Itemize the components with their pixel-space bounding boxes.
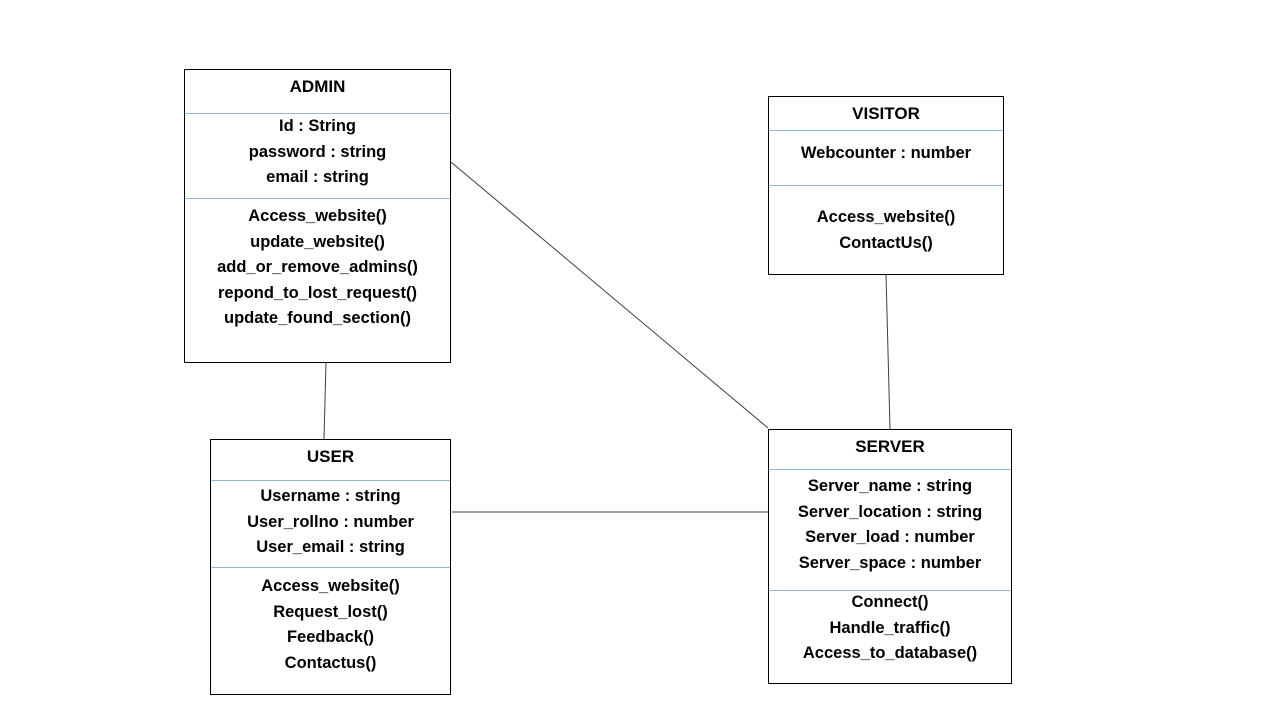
server-divider-bottom xyxy=(769,590,1011,591)
visitor-divider-bottom xyxy=(769,185,1003,186)
server-methods: Connect() Handle_traffic() Access_to_dat… xyxy=(769,590,1011,667)
user-method: Contactus() xyxy=(284,653,377,672)
user-attribute: User_email : string xyxy=(256,538,405,556)
admin-divider-top xyxy=(185,113,450,114)
admin-class-box: ADMIN Id : String password : string emai… xyxy=(184,69,451,363)
server-class-name: SERVER xyxy=(855,437,925,456)
server-divider-top xyxy=(769,469,1011,470)
user-name-section: USER xyxy=(211,447,450,467)
user-attribute: User_rollno : number xyxy=(247,512,414,531)
user-class-box: USER Username : string User_rollno : num… xyxy=(210,439,451,695)
user-divider-bottom xyxy=(211,567,450,568)
server-attribute: Server_name : string xyxy=(807,477,973,495)
admin-server-association xyxy=(450,161,769,429)
admin-class-name: ADMIN xyxy=(289,77,346,96)
user-methods: Access_website() Request_lost() Feedback… xyxy=(211,574,450,676)
admin-method: repond_to_lost_request() xyxy=(218,283,417,302)
server-attribute: Server_load : number xyxy=(805,528,975,546)
admin-method: update_website() xyxy=(250,232,385,251)
user-method: Access_website() xyxy=(261,577,400,595)
visitor-class-box: VISITOR Webcounter : number Access_websi… xyxy=(768,96,1004,275)
visitor-name-section: VISITOR xyxy=(769,104,1003,124)
visitor-methods: Access_website() ContactUs() xyxy=(769,205,1003,256)
server-attributes: Server_name : string Server_location : s… xyxy=(769,474,1011,576)
admin-methods: Access_website() update_website() add_or… xyxy=(185,204,450,332)
admin-method: Access_website() xyxy=(248,207,387,225)
admin-attributes: Id : String password : string email : st… xyxy=(185,114,450,191)
server-name-section: SERVER xyxy=(769,437,1011,457)
user-method: Feedback() xyxy=(286,628,375,646)
visitor-attributes: Webcounter : number xyxy=(769,141,1003,167)
visitor-server-association xyxy=(885,273,891,430)
visitor-class-name: VISITOR xyxy=(852,104,920,123)
visitor-method: ContactUs() xyxy=(839,233,933,252)
server-attribute: Server_location : string xyxy=(797,502,983,521)
user-attribute: Username : string xyxy=(260,487,401,505)
server-attribute: Server_space : number xyxy=(798,553,982,572)
admin-user-association xyxy=(323,361,327,440)
visitor-attribute: Webcounter : number xyxy=(800,144,972,162)
server-method: Handle_traffic() xyxy=(829,618,951,637)
server-class-box: SERVER Server_name : string Server_locat… xyxy=(768,429,1012,684)
visitor-method: Access_website() xyxy=(816,208,956,226)
admin-attribute: password : string xyxy=(248,142,387,161)
user-method: Request_lost() xyxy=(273,602,388,621)
server-method: Access_to_database() xyxy=(802,644,978,662)
visitor-divider-top xyxy=(769,130,1003,131)
user-attributes: Username : string User_rollno : number U… xyxy=(211,484,450,561)
admin-divider-bottom xyxy=(185,198,450,199)
admin-method: update_found_section() xyxy=(223,309,411,327)
server-method: Connect() xyxy=(851,593,929,611)
user-divider-top xyxy=(211,480,450,481)
admin-name-section: ADMIN xyxy=(185,77,450,97)
user-class-name: USER xyxy=(306,447,355,466)
admin-attribute: Id : String xyxy=(279,117,356,135)
admin-method: add_or_remove_admins() xyxy=(217,258,418,276)
admin-attribute: email : string xyxy=(266,168,369,186)
